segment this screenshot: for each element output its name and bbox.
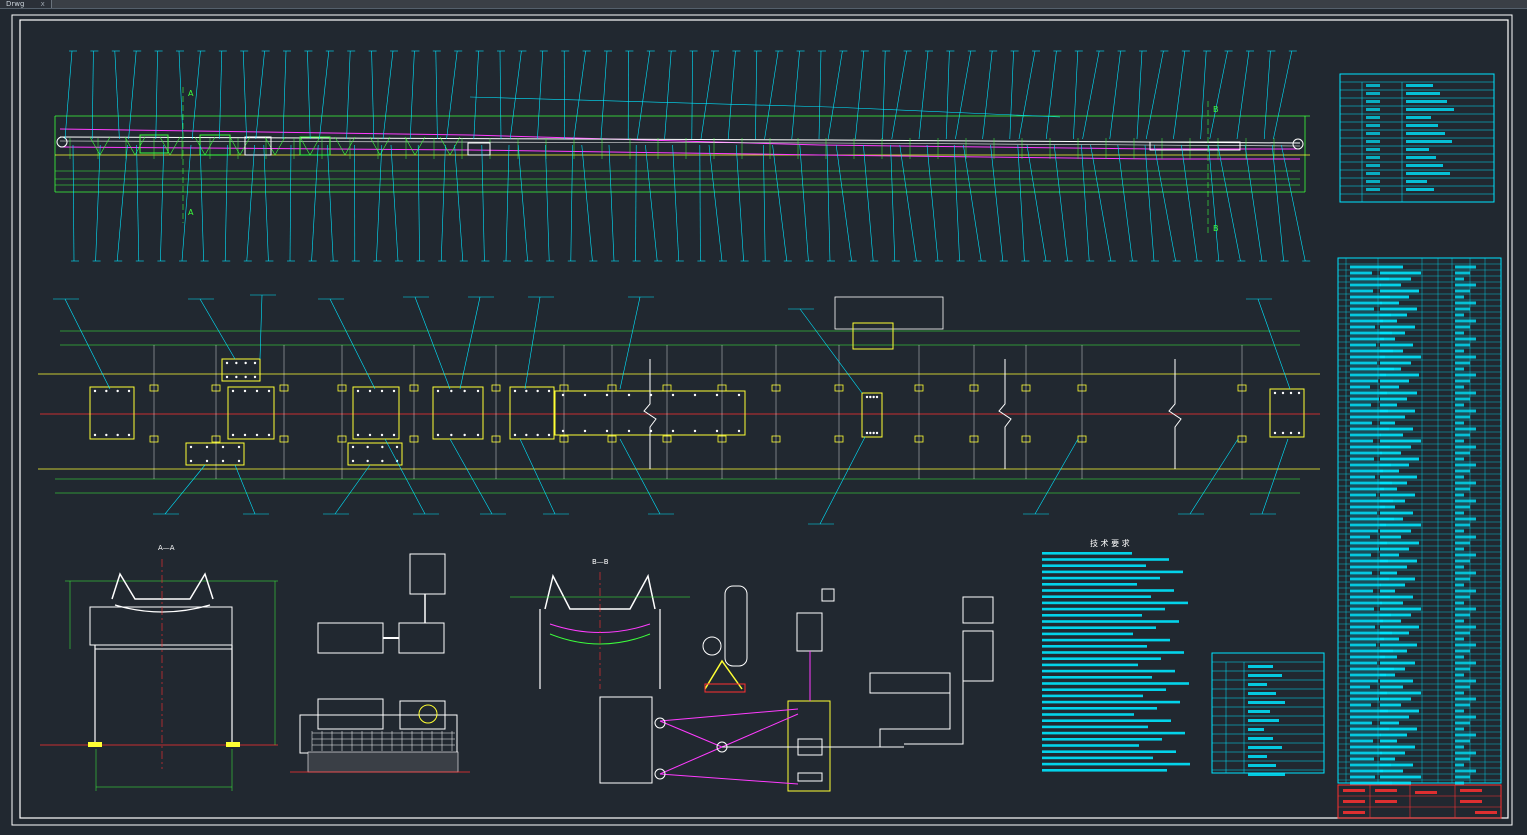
section-b-bottom: B: [1213, 224, 1219, 233]
elevation-leader-lines: [64, 50, 1311, 262]
document-tab-label: Drwg: [6, 0, 25, 8]
inner-frame: [19, 19, 1509, 819]
view-label-a-a: A—A: [158, 544, 175, 552]
section-a-top: A: [188, 89, 194, 98]
close-icon[interactable]: x: [40, 0, 45, 8]
conveyor-elevation: [54, 115, 1310, 193]
cad-drawing-svg: A A B B: [11, 14, 1513, 826]
section-a-bottom: A: [188, 208, 194, 217]
drive-unit-views: [290, 553, 470, 773]
document-tab[interactable]: Drwg x: [0, 0, 52, 8]
spec-table: [1211, 652, 1325, 776]
section-markers: A A B B: [182, 87, 1219, 235]
section-b-top: B: [1213, 105, 1219, 114]
tension-device-schematic: [599, 588, 994, 792]
cross-section-a-a: A—A: [40, 544, 278, 791]
notes-title: 技 术 要 求: [1090, 538, 1130, 548]
foundation-plan-view: [38, 294, 1320, 525]
title-block: [1337, 784, 1502, 819]
parts-list-table: [1337, 257, 1502, 785]
view-label-b-b: B—B: [592, 558, 609, 566]
document-tab-bar: Drwg x: [0, 0, 1527, 9]
cad-drawing-canvas[interactable]: A A B B: [0, 9, 1527, 835]
cross-section-b-b: B—B: [510, 558, 748, 693]
technical-notes: 技 术 要 求: [1042, 538, 1190, 772]
parameter-table: [1339, 73, 1495, 203]
outer-frame: [11, 14, 1513, 826]
